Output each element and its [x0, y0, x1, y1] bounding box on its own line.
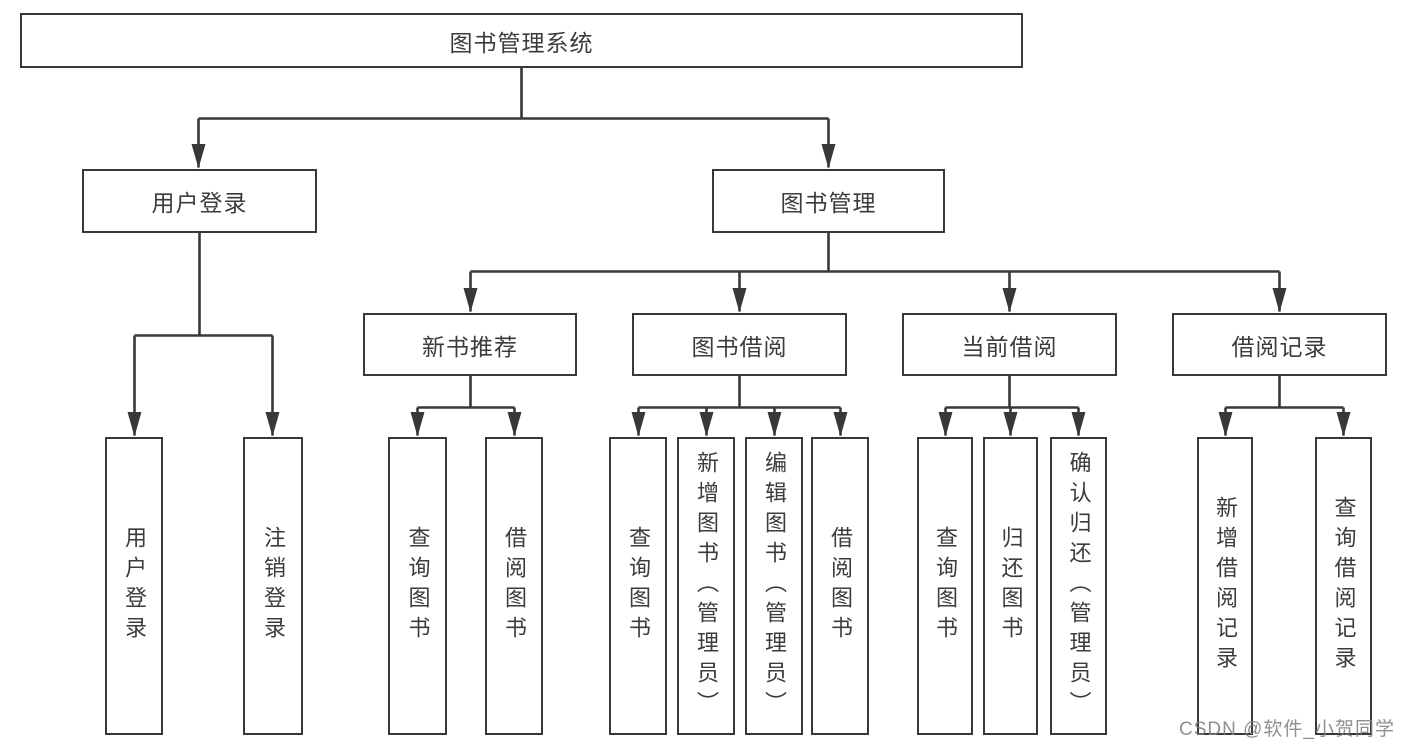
watermark: CSDN @软件_小贺同学 — [1179, 719, 1395, 740]
node-user-login: 用户登录 — [82, 169, 317, 233]
leaf-user-login: 用户登录 — [105, 437, 163, 735]
leaf-query-borrow-record-label: 查询借阅记录 — [1331, 496, 1357, 676]
leaf-query-borrow-record: 查询借阅记录 — [1315, 437, 1372, 735]
node-user-login-label: 用户登录 — [151, 190, 248, 216]
node-library-system: 图书管理系统 — [20, 13, 1023, 68]
leaf-edit-books-admin: 编辑图书（管理员） — [745, 437, 803, 735]
leaf-add-borrow-record-label: 新增借阅记录 — [1213, 496, 1238, 676]
node-new-book-recommend: 新书推荐 — [363, 313, 577, 376]
node-borrowing-records: 借阅记录 — [1172, 313, 1387, 376]
leaf-borrow-books-2-label: 借阅图书 — [828, 526, 853, 646]
node-library-system-label: 图书管理系统 — [449, 29, 594, 56]
node-current-borrowing-label: 当前借阅 — [961, 333, 1058, 360]
leaf-return-books: 归还图书 — [983, 437, 1038, 735]
leaf-confirm-return-admin: 确认归还（管理员） — [1050, 437, 1107, 735]
leaf-logout-login: 注销登录 — [243, 437, 303, 735]
leaf-edit-books-admin-label: 编辑图书（管理员） — [762, 451, 787, 721]
leaf-query-books-2: 查询图书 — [609, 437, 667, 735]
leaf-logout-login-label: 注销登录 — [261, 526, 286, 646]
node-current-borrowing: 当前借阅 — [902, 313, 1117, 376]
node-borrowing-records-label: 借阅记录 — [1231, 333, 1328, 360]
leaf-query-books-1: 查询图书 — [388, 437, 447, 735]
node-book-management-label: 图书管理 — [780, 190, 877, 216]
leaf-borrow-books-1: 借阅图书 — [485, 437, 543, 735]
leaf-borrow-books-2: 借阅图书 — [811, 437, 869, 735]
leaf-add-borrow-record: 新增借阅记录 — [1197, 437, 1253, 735]
leaf-user-login-label: 用户登录 — [122, 526, 147, 646]
leaf-query-books-3-label: 查询图书 — [933, 526, 958, 646]
leaf-query-books-2-label: 查询图书 — [626, 526, 651, 646]
leaf-add-books-admin: 新增图书（管理员） — [677, 437, 735, 735]
leaf-return-books-label: 归还图书 — [998, 526, 1024, 646]
leaf-add-books-admin-label: 新增图书（管理员） — [694, 451, 719, 721]
node-book-borrowing-label: 图书借阅 — [691, 333, 788, 360]
leaf-query-books-1-label: 查询图书 — [405, 526, 431, 646]
leaf-confirm-return-admin-label: 确认归还（管理员） — [1066, 451, 1092, 721]
node-new-book-recommend-label: 新书推荐 — [422, 333, 518, 360]
leaf-borrow-books-1-label: 借阅图书 — [502, 526, 527, 646]
leaf-query-books-3: 查询图书 — [917, 437, 973, 735]
node-book-borrowing: 图书借阅 — [632, 313, 847, 376]
node-book-management: 图书管理 — [712, 169, 945, 233]
